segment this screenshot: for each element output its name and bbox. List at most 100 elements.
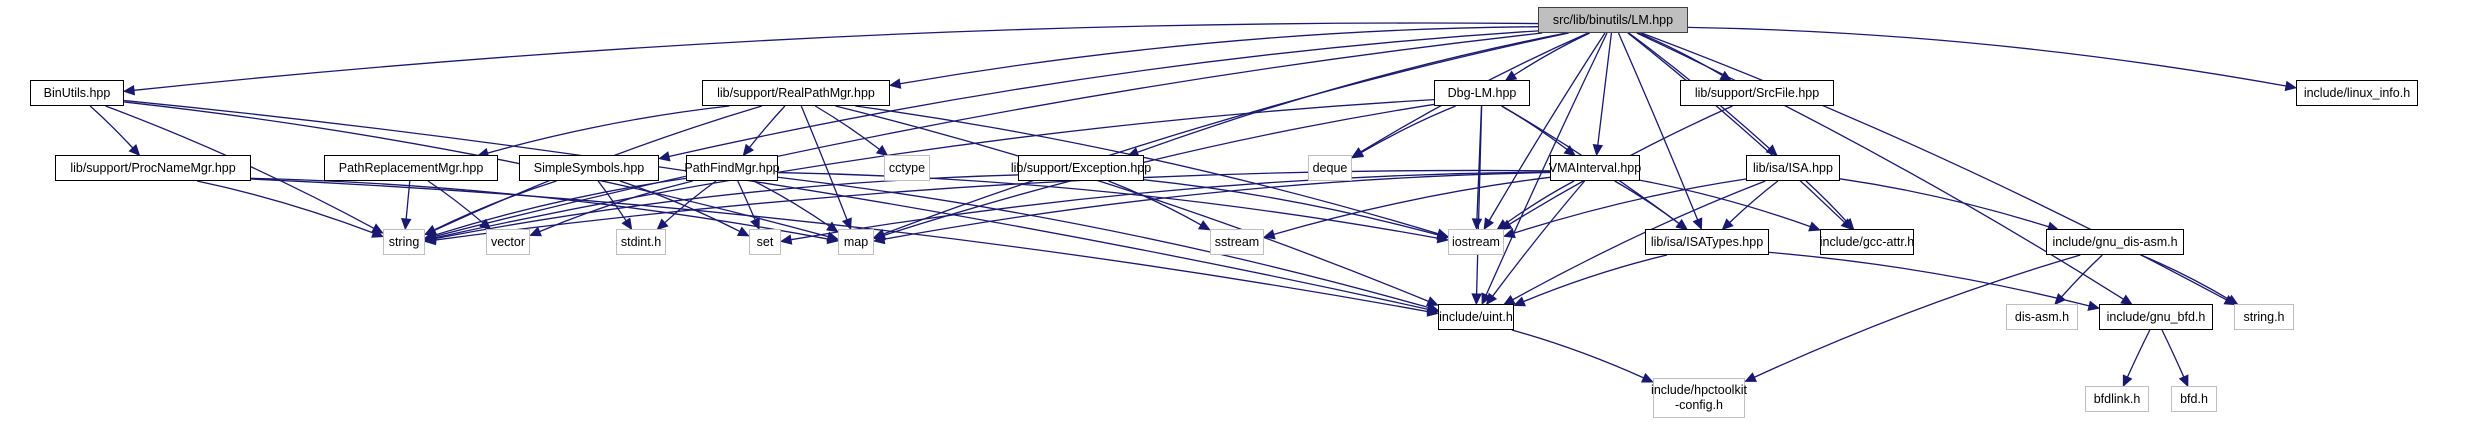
node-procnamemgr-hpp[interactable]: lib/support/ProcNameMgr.hpp [55, 155, 251, 181]
node-srcfile-hpp[interactable]: lib/support/SrcFile.hpp [1680, 80, 1834, 106]
edge-procname-to-uint [250, 178, 1429, 313]
node-label: include/gnu_bfd.h [2106, 309, 2206, 324]
node-stdint-h[interactable]: stdint.h [616, 229, 666, 255]
arrowhead-icon [1842, 218, 1855, 231]
edge-dbglm-to-deque [1360, 105, 1456, 154]
node-gcc-attr-h[interactable]: include/gcc-attr.h [1820, 229, 1914, 255]
node-gnu-bfd-h[interactable]: include/gnu_bfd.h [2099, 304, 2213, 330]
node-pathfindmgr-hpp[interactable]: PathFindMgr.hpp [684, 155, 780, 181]
edge-realpath-to-iostream [855, 105, 1439, 235]
node-label: Dbg-LM.hpp [1447, 85, 1517, 100]
edge-vma-to-gccattr [1639, 179, 1811, 228]
arrowhead-icon [1744, 372, 1758, 382]
node-label: sstream [1214, 234, 1260, 249]
arrowhead-icon [1721, 218, 1734, 231]
edge-gnubfd-to-bfd [2161, 329, 2185, 378]
node-hpctoolkit-config-h[interactable]: include/hpctoolkit -config.h [1651, 378, 1747, 418]
edge-isatypes-to-gnubfd [1768, 251, 2090, 307]
edge-vma-to-map [883, 171, 1551, 240]
edge-root-to-vma [1597, 32, 1613, 146]
arrowhead-icon [1436, 229, 1450, 240]
edge-binutils-to-uint [123, 99, 1429, 310]
node-string-h[interactable]: string.h [2234, 304, 2294, 330]
edge-root-to-simplesym [668, 30, 1539, 158]
node-label: lib/isa/ISA.hpp [1753, 160, 1833, 175]
edge-pathfind-to-map [753, 180, 830, 227]
arrowhead-icon [841, 217, 852, 231]
edge-realpath-to-cctype [814, 105, 880, 150]
arrowhead-icon [826, 221, 839, 233]
node-string[interactable]: string [383, 229, 425, 255]
arrowhead-icon [2120, 294, 2133, 306]
node-label: bfd.h [2180, 391, 2208, 406]
node-isatypes-hpp[interactable]: lib/isa/ISATypes.hpp [1645, 229, 1769, 255]
arrowhead-icon [128, 144, 141, 157]
node-vmainterval-hpp[interactable]: VMAInterval.hpp [1549, 155, 1641, 181]
arrowhead-icon [2178, 374, 2189, 388]
node-dis-asm-h[interactable]: dis-asm.h [2006, 304, 2078, 330]
node-isa-hpp[interactable]: lib/isa/ISA.hpp [1746, 155, 1840, 181]
edge-exception-to-string [434, 174, 1019, 240]
edge-isatypes-to-uint [1523, 254, 1668, 303]
node-map[interactable]: map [838, 229, 874, 255]
arrowhead-icon [657, 151, 671, 162]
arrowhead-icon [736, 226, 750, 237]
edge-vma-to-sstream [1273, 176, 1551, 236]
node-cctype[interactable]: cctype [884, 155, 930, 181]
arrowhead-icon [529, 226, 542, 237]
node-label: include/gnu_dis-asm.h [2052, 234, 2178, 249]
edge-realpath-to-pathrepl [487, 105, 730, 154]
node-linux-info-h[interactable]: include/linux_info.h [2296, 80, 2418, 106]
edge-root-to-gccattr [1627, 32, 1846, 223]
node-lm-hpp[interactable]: src/lib/binutils/LM.hpp [1538, 7, 1688, 33]
arrowhead-icon [1640, 372, 1654, 383]
edge-vma-to-string [434, 169, 1551, 241]
arrowhead-icon [1592, 143, 1604, 157]
node-bfd-h[interactable]: bfd.h [2171, 386, 2217, 412]
node-label: include/linux_info.h [2303, 85, 2411, 100]
node-label: BinUtils.hpp [43, 85, 111, 100]
arrowhead-icon [1692, 217, 1703, 231]
node-set[interactable]: set [749, 229, 781, 255]
edge-pathfind-to-stdint [664, 180, 717, 224]
edge-root-to-map [883, 32, 1569, 235]
node-bfdlink-h[interactable]: bfdlink.h [2085, 386, 2149, 412]
arrowhead-icon [750, 217, 760, 231]
edge-exception-to-iostream [1143, 179, 1439, 236]
edge-realpath-to-uint [835, 105, 1429, 302]
node-realpathmgr-hpp[interactable]: lib/support/RealPathMgr.hpp [702, 80, 890, 106]
node-label: lib/isa/ISATypes.hpp [1650, 234, 1764, 249]
node-sstream[interactable]: sstream [1210, 229, 1264, 255]
node-label: bfdlink.h [2093, 391, 2141, 406]
node-label: deque [1312, 160, 1348, 175]
node-uint-h[interactable]: include/uint.h [1438, 304, 1514, 330]
edge-pathfind-to-string [434, 177, 687, 236]
edge-root-to-exception [1137, 32, 1567, 153]
edge-simplesym-to-string [434, 180, 557, 231]
edge-root-to-gnubfd [1636, 32, 2124, 300]
node-dbg-lm-hpp[interactable]: Dbg-LM.hpp [1434, 80, 1530, 106]
node-label: include/uint.h [1439, 309, 1513, 324]
edge-isa-to-isatypes [1729, 180, 1779, 223]
edge-isa-to-gnudisasm [1839, 178, 2049, 228]
node-pathreplacementmgr-hpp[interactable]: PathReplacementMgr.hpp [324, 155, 498, 181]
edge-simplesym-to-set [619, 180, 741, 232]
node-vector[interactable]: vector [486, 229, 530, 255]
arrowhead-icon [2226, 294, 2239, 306]
node-label: dis-asm.h [2014, 309, 2070, 324]
node-exception-hpp[interactable]: lib/support/Exception.hpp [1011, 155, 1151, 181]
node-label: lib/support/RealPathMgr.hpp [717, 85, 875, 100]
node-binutils-hpp[interactable]: BinUtils.hpp [30, 80, 124, 106]
node-deque[interactable]: deque [1308, 155, 1352, 181]
node-simplesymbols-hpp[interactable]: SimpleSymbols.hpp [519, 155, 659, 181]
node-gnu-dis-asm-h[interactable]: include/gnu_dis-asm.h [2046, 229, 2184, 255]
edge-dbglm-to-string [434, 98, 1435, 239]
arrowhead-icon [1675, 218, 1688, 231]
edge-gnubfd-to-bfdlink [2126, 329, 2151, 378]
node-iostream[interactable]: iostream [1448, 229, 1504, 255]
arrowhead-icon [888, 78, 902, 89]
edge-root-to-string [434, 32, 1543, 237]
arrowhead-icon [1351, 147, 1365, 159]
edge-gnudisasm-to-hpcconfig [1754, 254, 2081, 378]
